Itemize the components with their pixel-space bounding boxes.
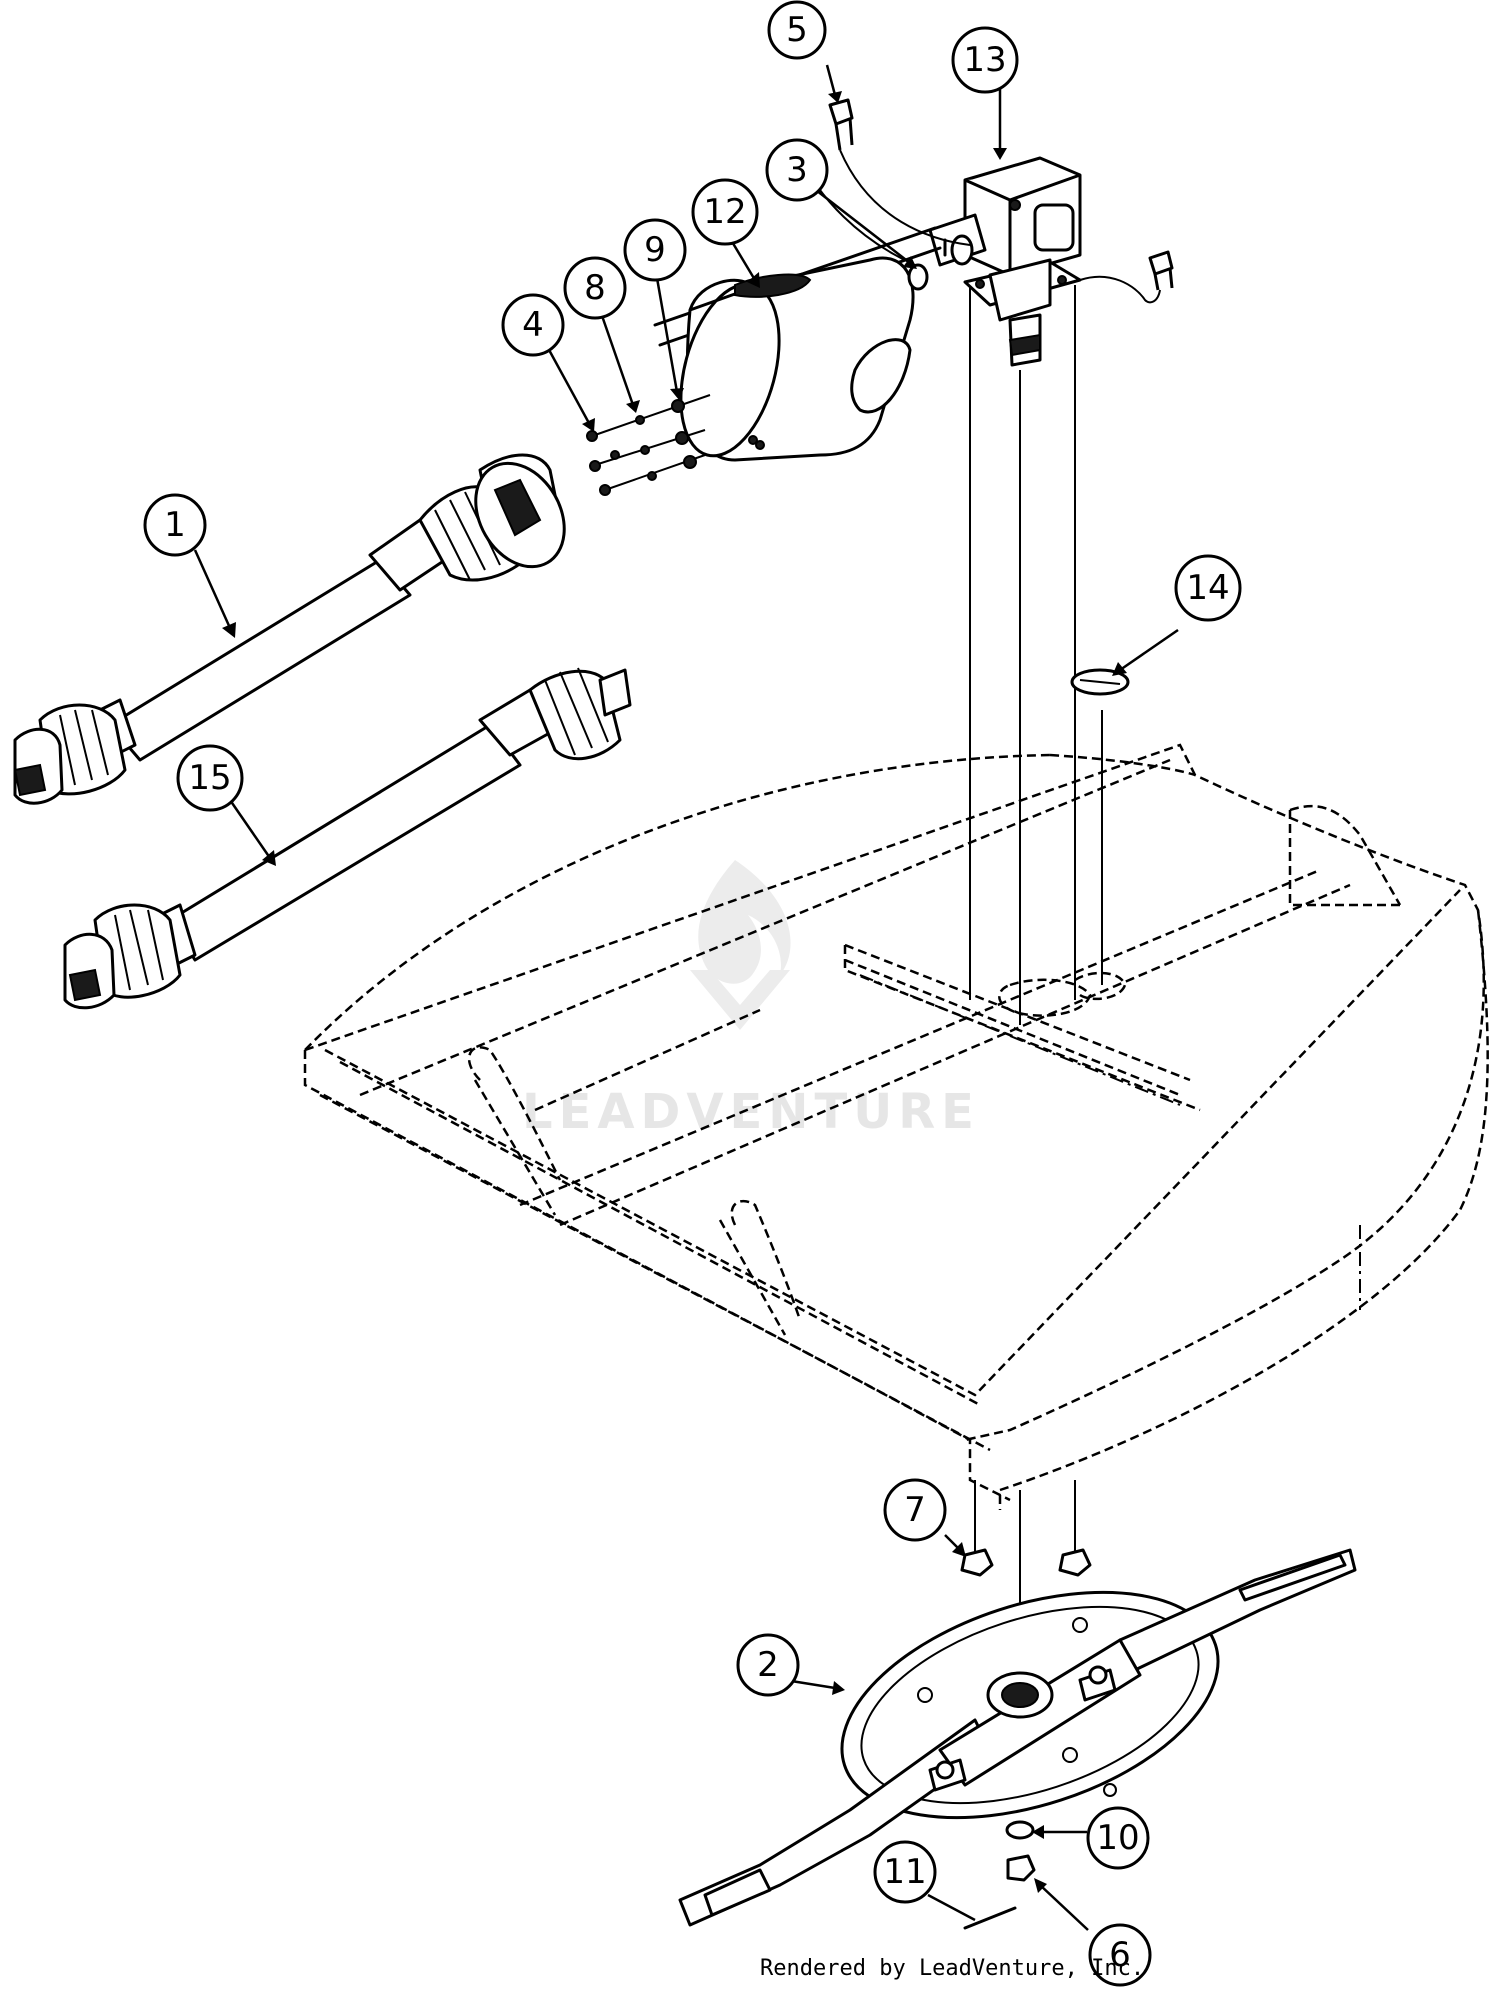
callout-9: 9 bbox=[623, 218, 687, 282]
callout-9-label: 9 bbox=[644, 230, 666, 270]
callout-4: 4 bbox=[501, 293, 565, 357]
cotter-pin bbox=[963, 1906, 1017, 1930]
v-logo-mark bbox=[690, 970, 790, 1030]
callout-13: 13 bbox=[951, 26, 1019, 94]
callout-7-label: 7 bbox=[904, 1490, 926, 1530]
shield-hardware bbox=[586, 394, 711, 496]
callout-15: 15 bbox=[176, 744, 244, 812]
callout-13-label: 13 bbox=[963, 40, 1006, 80]
pto-driveline-1 bbox=[13, 453, 566, 805]
callout-1: 1 bbox=[143, 493, 207, 557]
callout-6-label: 6 bbox=[1109, 1935, 1131, 1975]
callout-14: 14 bbox=[1174, 554, 1242, 622]
callout-7: 7 bbox=[883, 1478, 947, 1542]
callout-4-label: 4 bbox=[522, 305, 544, 345]
mower-deck bbox=[303, 743, 1489, 1510]
callout-2: 2 bbox=[736, 1633, 800, 1697]
blade-hub bbox=[928, 1665, 1117, 1792]
callout-11: 11 bbox=[873, 1840, 937, 1904]
callout-8-label: 8 bbox=[584, 268, 606, 308]
callout-5: 5 bbox=[767, 0, 827, 60]
deck-nuts bbox=[960, 1548, 1092, 1577]
callout-11-label: 11 bbox=[883, 1852, 926, 1892]
callout-5-label: 5 bbox=[786, 10, 808, 50]
render-credit: Rendered by LeadVenture, Inc. bbox=[760, 1956, 1144, 1981]
blade-nut bbox=[1006, 1854, 1036, 1882]
shield-cone bbox=[679, 256, 915, 462]
gearbox bbox=[928, 156, 1082, 367]
callout-15-label: 15 bbox=[188, 758, 231, 798]
watermark-text: LEADVENTURE bbox=[522, 1084, 980, 1140]
blade-washer bbox=[1005, 1820, 1035, 1840]
callout-10-label: 10 bbox=[1096, 1818, 1139, 1858]
assembly-centerlines bbox=[969, 285, 1103, 1695]
bolt-right bbox=[1148, 250, 1174, 291]
callout-8: 8 bbox=[563, 256, 627, 320]
pto-driveline-15 bbox=[63, 667, 632, 1010]
washer-ring bbox=[907, 263, 929, 291]
callout-3: 3 bbox=[765, 138, 829, 202]
callout-3-label: 3 bbox=[786, 150, 808, 190]
callout-12-label: 12 bbox=[703, 192, 746, 232]
callout-6: 6 bbox=[1088, 1923, 1152, 1987]
callout-14-label: 14 bbox=[1186, 568, 1229, 608]
callout-2-label: 2 bbox=[757, 1645, 779, 1685]
callout-1-label: 1 bbox=[164, 505, 186, 545]
callout-12: 12 bbox=[691, 178, 759, 246]
leadventure-watermark: LEADVENTURE bbox=[522, 860, 980, 1140]
flame-logo-mark bbox=[698, 860, 791, 984]
bolt-top bbox=[828, 98, 854, 151]
callout-10: 10 bbox=[1086, 1806, 1150, 1870]
